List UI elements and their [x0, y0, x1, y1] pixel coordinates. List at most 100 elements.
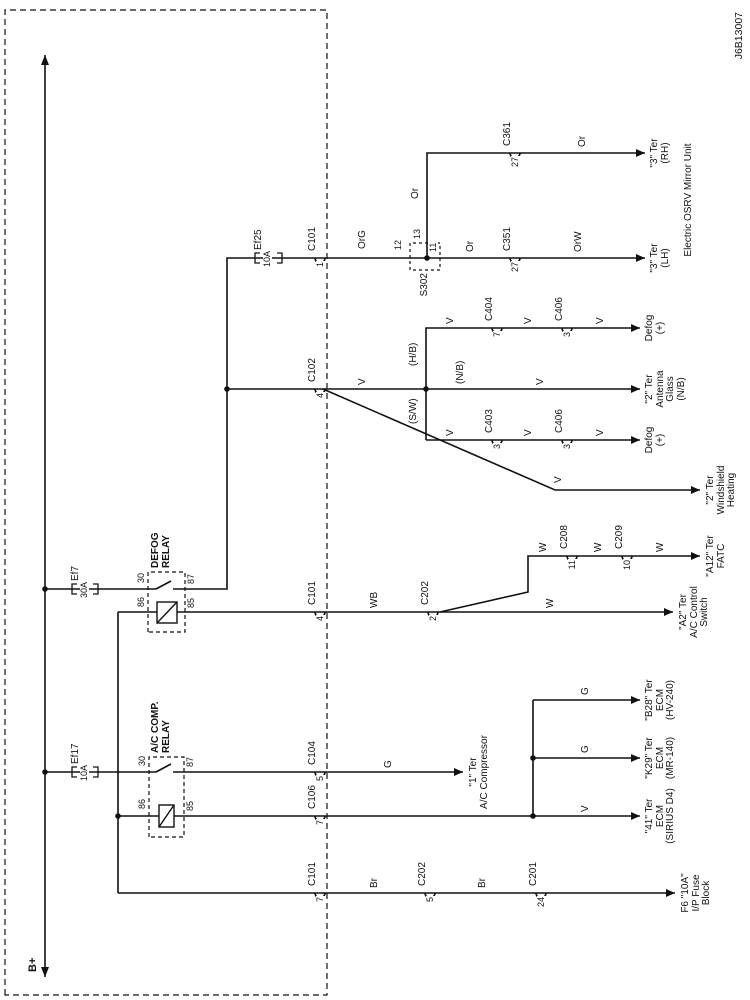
- dest-line: (LH): [659, 248, 671, 268]
- document-code: J6B13007: [733, 12, 745, 60]
- dest-line: Heating: [726, 472, 737, 508]
- wire-color-label: W: [545, 598, 556, 608]
- wire-paths: [44, 55, 700, 977]
- splice-pin-13: 13: [412, 227, 422, 240]
- wire-color-label: V: [445, 317, 456, 324]
- dest-line: Electric OSRV Mirror Unit: [683, 143, 694, 257]
- wire-color-label: W: [655, 542, 666, 552]
- dest-defog-plus-sw: Defog (+): [644, 427, 666, 454]
- dest-ecm-41: "41" Ter ECM (SIRIUS D4): [644, 788, 677, 844]
- ac-terminal-30: 30: [137, 754, 147, 767]
- wire-color-label: G: [580, 687, 591, 695]
- dest-line: Defog: [644, 314, 655, 342]
- dest-line: "3" Ter: [649, 243, 660, 273]
- wire-color-label: OrW: [573, 231, 584, 252]
- dest-ac-control-switch: "A2" Ter A/C Control Switch: [678, 586, 711, 638]
- dest-line: Switch: [699, 597, 710, 627]
- connector-name: C104: [307, 741, 318, 765]
- dest-defog-plus-hb: Defog (+): [644, 314, 666, 342]
- wire-color-label: V: [523, 429, 534, 436]
- dest-ip-fuse-block: F6 "10A" I/P Fuse Block: [680, 873, 713, 913]
- dest-line: Block: [701, 880, 712, 906]
- dest-line: A/C Compressor: [478, 735, 490, 809]
- connector-pin: 1: [315, 261, 325, 269]
- connector-name: C202: [417, 862, 428, 886]
- fuse-name: Ef25: [253, 229, 264, 250]
- dest-line: (HV-240): [665, 679, 676, 721]
- wire-type-label: (S/W): [408, 398, 419, 424]
- dest-line: "1" Ter: [468, 757, 479, 787]
- relay-name-line: RELAY: [161, 535, 172, 568]
- connector-pin: 7: [315, 896, 325, 904]
- dest-line: "B28" Ter: [644, 679, 655, 721]
- bus-arrow-right: [41, 55, 49, 65]
- fuse-rating: 10A: [262, 249, 272, 268]
- relay-name-line: DEFOG: [150, 532, 161, 568]
- connector-pin: 10: [622, 559, 632, 572]
- dest-line: "K29" Ter: [644, 737, 655, 779]
- wire-color-label: V: [595, 317, 606, 324]
- connector-pin: 3: [562, 331, 572, 339]
- dest-line: (+): [654, 321, 666, 335]
- bus-arrow-left: [41, 967, 49, 977]
- junction-box-boundary: [4, 9, 328, 996]
- wire-color-label: G: [580, 745, 591, 753]
- wire-color-label: V: [553, 476, 564, 483]
- dest-line: Glass: [665, 376, 676, 402]
- ac-relay-contact-blade: [155, 763, 172, 773]
- defog-terminal-85: 85: [186, 596, 196, 609]
- wire-color-label: V: [357, 378, 368, 385]
- connector-name: C101: [307, 862, 318, 886]
- fuse-rating: 30A: [79, 580, 89, 599]
- dest-antenna-glass: "2" Ter Antenna Glass (N/B): [644, 370, 687, 407]
- dest-line: FATC: [715, 543, 727, 569]
- connector-name: C351: [502, 227, 513, 251]
- wire-color-label: V: [580, 805, 591, 812]
- connector-pin: 3: [562, 443, 572, 451]
- connector-name: C404: [484, 297, 495, 321]
- ac-terminal-86: 86: [137, 797, 147, 810]
- wire-color-label: V: [535, 378, 546, 385]
- wire-color-label: W: [593, 542, 604, 552]
- fuse-name: Ef7: [70, 565, 81, 581]
- connector-name: C201: [528, 862, 539, 886]
- defog-terminal-86: 86: [136, 595, 146, 608]
- defog-relay-contact-blade: [155, 580, 172, 590]
- dest-ac-compressor: "1" Ter A/C Compressor: [468, 735, 490, 809]
- dest-mirror-lh: "3" Ter (LH): [649, 243, 671, 273]
- dest-line: "3" Ter: [649, 138, 660, 168]
- dest-line: "A2" Ter: [678, 594, 689, 630]
- fuse-rating: 10A: [79, 763, 89, 782]
- dest-line: (+): [654, 433, 666, 447]
- dest-line: "A12" Ter: [705, 535, 716, 577]
- relay-boxes: [147, 571, 186, 838]
- junction-dots: [42, 255, 536, 819]
- dest-line: (RH): [659, 142, 671, 164]
- wire-type-label: (N/B): [455, 360, 466, 384]
- ac-relay-coil: [158, 804, 175, 828]
- connector-pin: 27: [510, 261, 520, 274]
- dest-mirror-rh: "3" Ter (RH): [649, 138, 671, 168]
- wire-type-label: (H/B): [408, 342, 419, 366]
- ac-relay-box: [148, 756, 185, 838]
- dest-fatc: "A12" Ter FATC: [705, 535, 727, 577]
- wire-color-label: Br: [369, 878, 380, 888]
- defog-relay-box: [147, 571, 186, 633]
- wire-color-label: V: [445, 429, 456, 436]
- connector-name: C403: [484, 409, 495, 433]
- dest-line: F6 "10A": [680, 873, 691, 913]
- splice-box: [409, 242, 441, 271]
- connector-pin: 27: [510, 156, 520, 169]
- splice-pin-11: 11: [428, 241, 438, 253]
- defog-relay-coil: [156, 601, 178, 624]
- ac-relay-name: A/C COMP. RELAY: [150, 702, 172, 754]
- wire-color-label: Or: [577, 135, 588, 147]
- connector-name: C361: [502, 122, 513, 146]
- splice-pin-12: 12: [393, 238, 403, 251]
- fuse-ef17-brackets: [71, 766, 99, 778]
- connector-name: C406: [554, 297, 565, 321]
- fuse-ef7-brackets: [71, 583, 99, 595]
- wire-color-label: V: [523, 317, 534, 324]
